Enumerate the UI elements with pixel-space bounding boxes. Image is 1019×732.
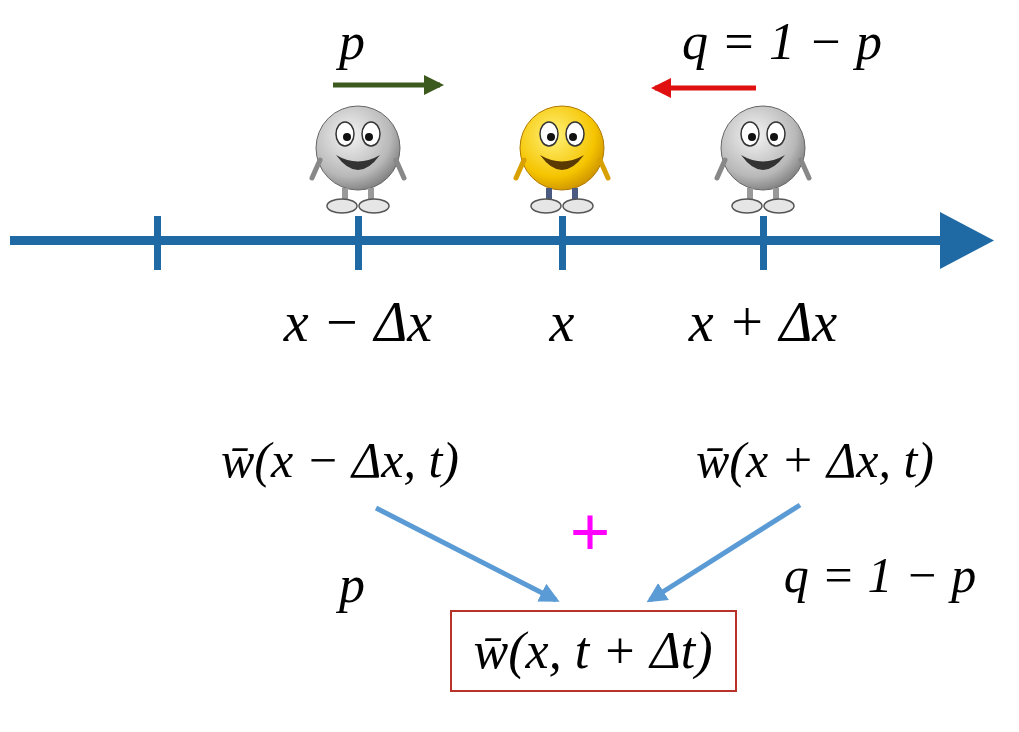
walker-center xyxy=(516,106,608,213)
axis-tick-label: x + Δx xyxy=(689,294,837,350)
merge-arrow xyxy=(376,508,556,600)
probability-label: q = 1 − p xyxy=(682,16,882,68)
number-line xyxy=(10,212,994,270)
probability-label: p xyxy=(339,559,365,611)
merge-arrow xyxy=(650,505,800,600)
result-box: w̄(x, t + Δt) xyxy=(450,610,737,692)
result-term: w̄(x, t + Δt) xyxy=(474,622,713,679)
right-step-arrow xyxy=(333,83,440,88)
axis-tick-label: x xyxy=(550,294,575,350)
probability-label: q = 1 − p xyxy=(784,550,976,600)
plus-sign: + xyxy=(569,496,610,568)
walker-right xyxy=(717,106,809,213)
density-term: w̄(x + Δx, t) xyxy=(696,435,934,485)
density-term: w̄(x − Δx, t) xyxy=(221,435,459,485)
axis-tick-label: x − Δx xyxy=(284,294,432,350)
probability-label: p xyxy=(339,16,365,68)
left-step-arrow xyxy=(655,86,756,91)
walker-left xyxy=(312,106,404,213)
